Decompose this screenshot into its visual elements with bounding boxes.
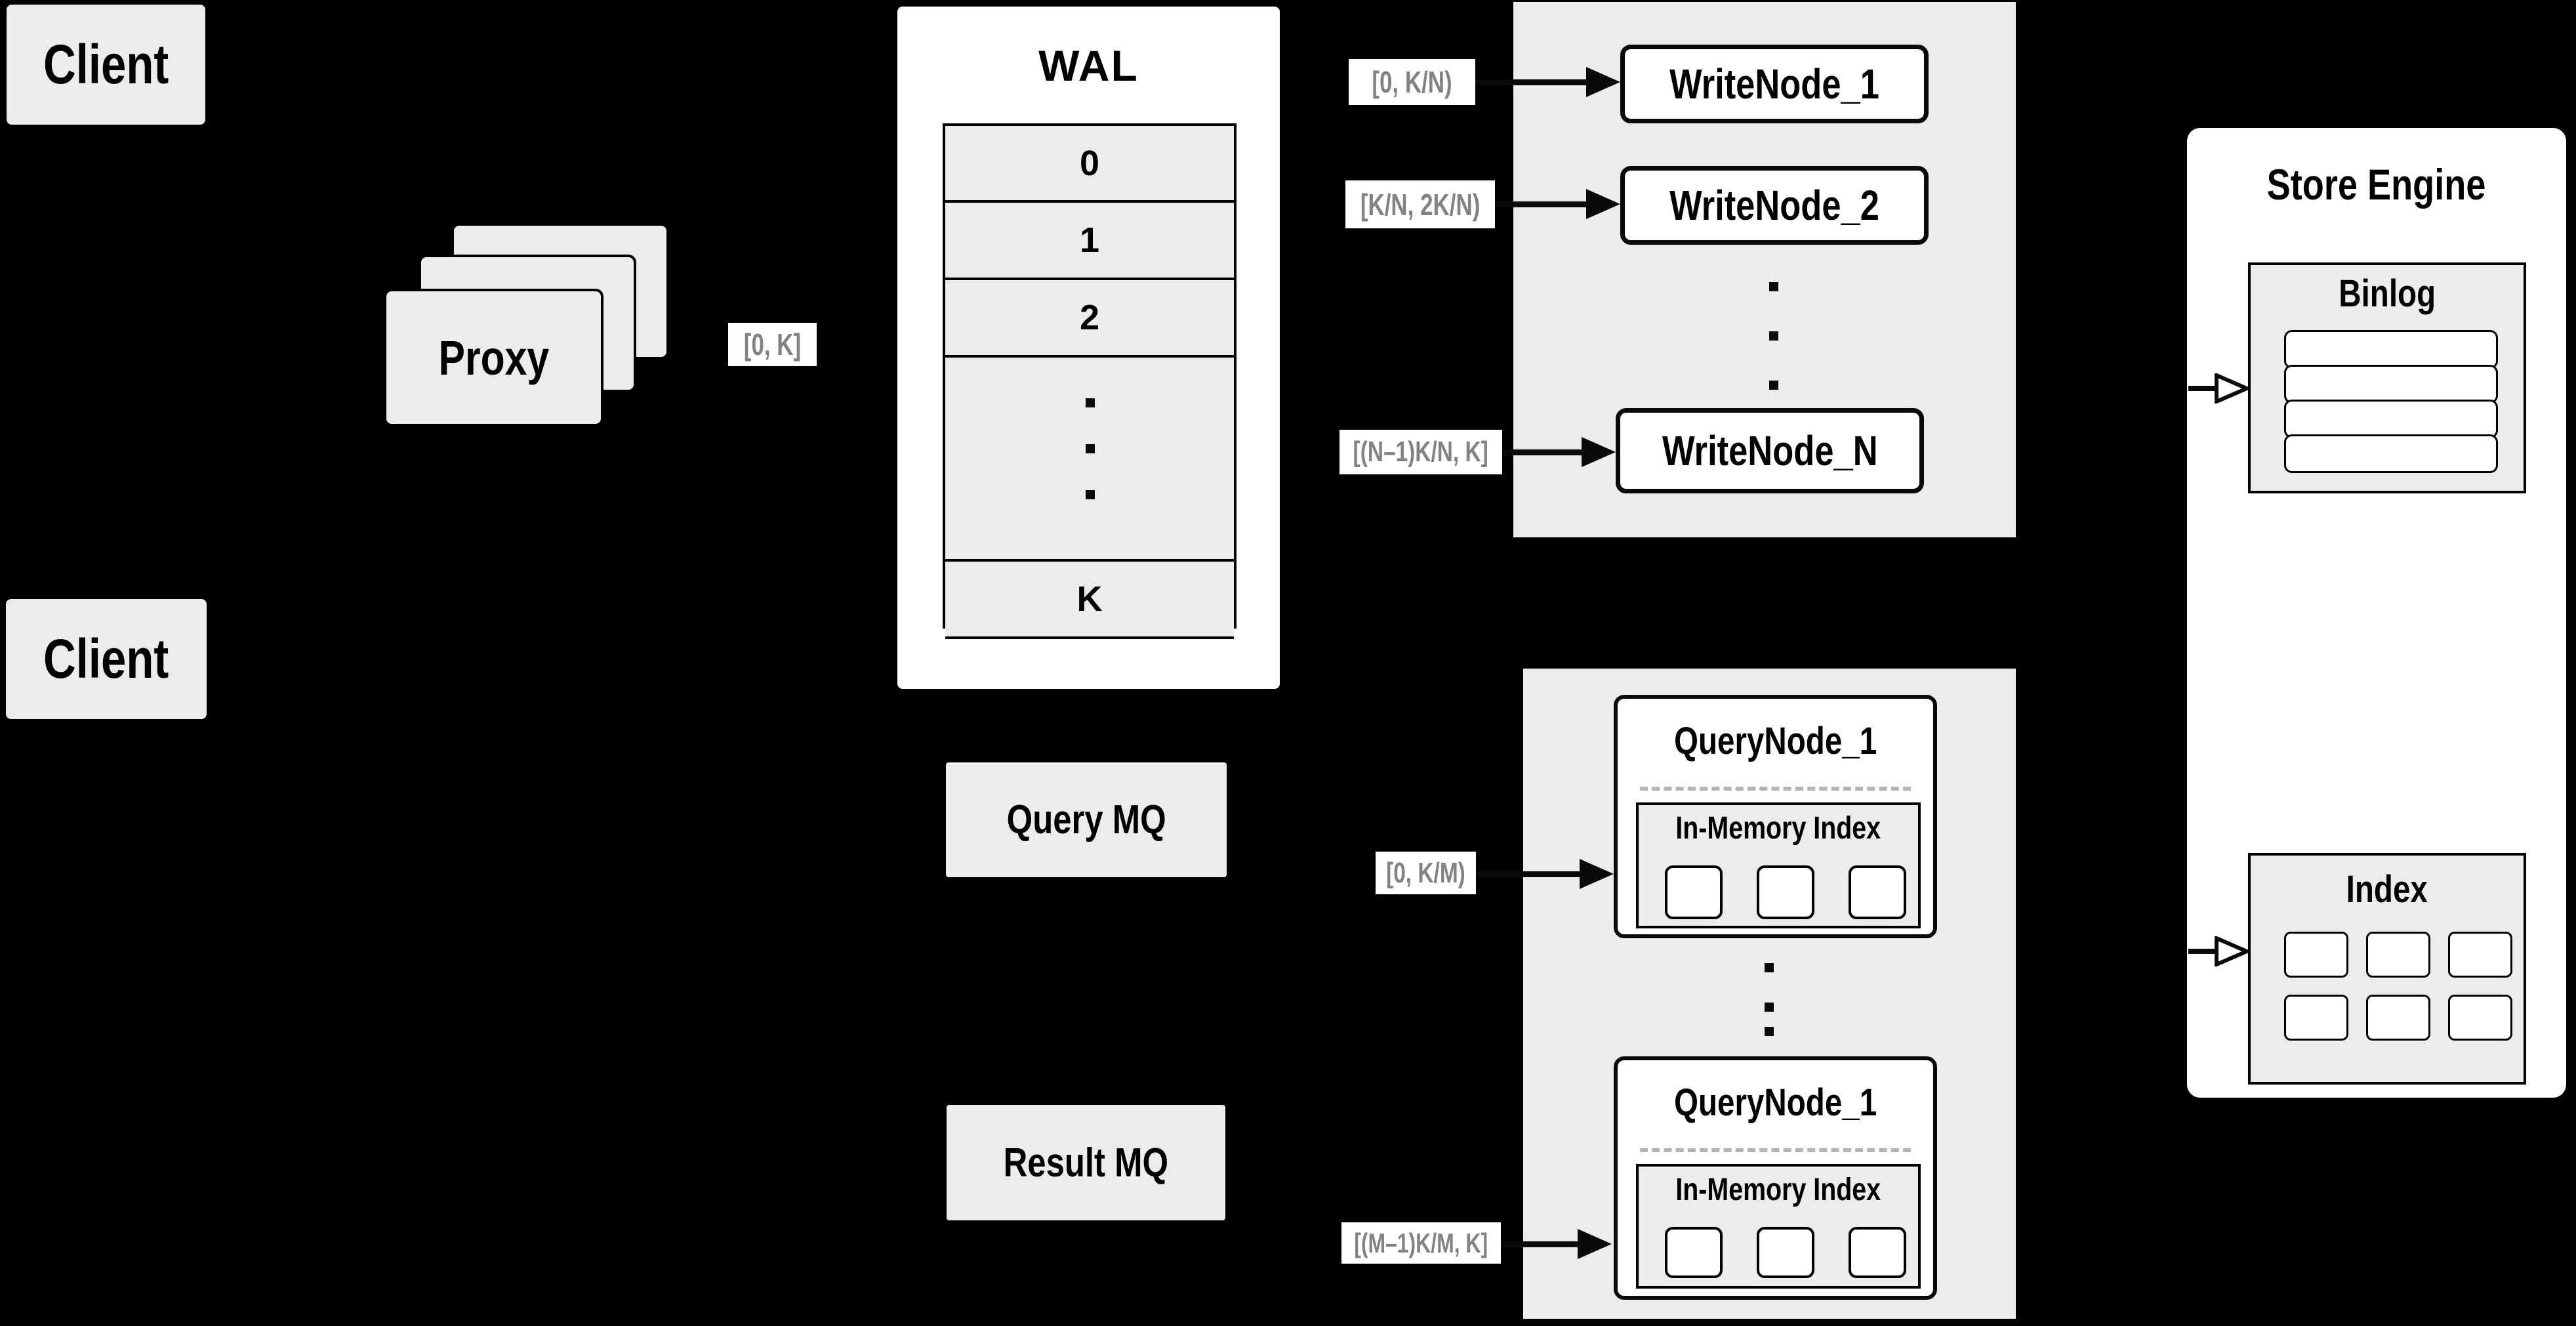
wal-segment-row-2: 2 bbox=[945, 280, 1234, 358]
querynode-top: QueryNode_1 In-Memory Index bbox=[1614, 695, 1937, 938]
query-mq-node: Query MQ bbox=[946, 762, 1227, 877]
proxy-node-label: Proxy bbox=[438, 330, 549, 385]
arrowhead-icon bbox=[1586, 189, 1620, 219]
in-memory-index-title: In-Memory Index bbox=[1675, 811, 1881, 846]
wal-segment-row-ellipsis bbox=[945, 358, 1234, 562]
arrow-shaft bbox=[1502, 449, 1582, 455]
writenode-1-label: WriteNode_1 bbox=[1669, 60, 1879, 108]
edge-label-query-m-text: [(M–1)K/M, K] bbox=[1354, 1227, 1488, 1258]
arrowhead-icon bbox=[1586, 67, 1620, 97]
result-mq-node: Result MQ bbox=[947, 1105, 1225, 1220]
index-cell bbox=[2366, 995, 2430, 1041]
index-cell bbox=[2284, 995, 2348, 1041]
arrow-to-writenode-2 bbox=[1495, 189, 1620, 219]
dashed-divider bbox=[1640, 1148, 1911, 1152]
binlog-row bbox=[2284, 330, 2498, 369]
client-node-top-label: Client bbox=[43, 33, 169, 95]
edge-label-write-2: [K/N, 2K/N) bbox=[1345, 180, 1495, 228]
querynode-bottom: QueryNode_1 In-Memory Index bbox=[1614, 1056, 1937, 1300]
binlog-row bbox=[2284, 400, 2498, 438]
edge-label-proxy-to-wal: [0, K] bbox=[728, 323, 817, 366]
binlog-row bbox=[2284, 434, 2498, 473]
arrow-to-writenode-1 bbox=[1475, 67, 1620, 97]
segment-cell bbox=[1757, 865, 1814, 919]
arrow-shaft bbox=[2188, 949, 2215, 954]
segment-cell bbox=[1665, 1227, 1723, 1278]
store-engine-title: Store Engine bbox=[2267, 160, 2486, 209]
index-title: Index bbox=[2346, 868, 2428, 911]
client-node-bottom-label: Client bbox=[43, 628, 169, 690]
ellipsis-dot bbox=[1086, 398, 1095, 407]
open-arrowhead-icon bbox=[2215, 936, 2249, 966]
edge-label-write-1: [0, K/N) bbox=[1349, 59, 1475, 105]
binlog-box: Binlog bbox=[2248, 262, 2526, 493]
index-cell bbox=[2284, 932, 2348, 978]
wal-segment-row-1: 1 bbox=[945, 203, 1234, 280]
in-memory-index-box-bottom: In-Memory Index bbox=[1636, 1164, 1921, 1289]
client-node-bottom: Client bbox=[6, 599, 207, 719]
ellipsis-dot bbox=[1765, 1027, 1774, 1036]
arrowhead-icon bbox=[1580, 859, 1614, 889]
writenode-n: WriteNode_N bbox=[1616, 408, 1924, 493]
edge-label-write-1-text: [0, K/N) bbox=[1372, 65, 1452, 99]
segment-cell bbox=[1849, 1227, 1906, 1278]
edge-label-write-n-text: [(N–1)K/N, K] bbox=[1353, 436, 1489, 468]
segment-cell bbox=[1757, 1227, 1814, 1278]
open-arrowhead-icon bbox=[2215, 373, 2249, 404]
ellipsis-dot bbox=[1769, 331, 1778, 341]
arrow-to-querynode-bottom bbox=[1501, 1229, 1612, 1259]
ellipsis-dot bbox=[1765, 1003, 1774, 1012]
result-mq-label: Result MQ bbox=[1003, 1140, 1169, 1186]
segment-cell bbox=[1665, 865, 1723, 919]
wal-segment-table: 0 1 2 K bbox=[943, 123, 1237, 639]
wal-title: WAL bbox=[1038, 41, 1139, 90]
arrow-shaft bbox=[1501, 1241, 1578, 1247]
ellipsis-dot bbox=[1769, 282, 1778, 291]
dashed-divider bbox=[1640, 787, 1911, 791]
client-node-top: Client bbox=[7, 5, 205, 125]
arrow-to-querynode-top bbox=[1476, 859, 1614, 889]
querynode-top-title: QueryNode_1 bbox=[1673, 719, 1877, 762]
index-cell bbox=[2448, 932, 2512, 978]
arrow-to-index bbox=[2188, 936, 2249, 966]
ellipsis-dot bbox=[1769, 381, 1778, 390]
edge-label-write-n: [(N–1)K/N, K] bbox=[1339, 430, 1502, 474]
binlog-title: Binlog bbox=[2339, 272, 2436, 315]
in-memory-index-box-top: In-Memory Index bbox=[1636, 802, 1921, 928]
arrow-to-binlog bbox=[2188, 373, 2249, 404]
wal-segment-row-k: K bbox=[945, 562, 1234, 639]
querynode-bottom-title: QueryNode_1 bbox=[1673, 1081, 1877, 1124]
proxy-node: Proxy bbox=[384, 289, 603, 426]
in-memory-index-title: In-Memory Index bbox=[1675, 1172, 1881, 1207]
binlog-row bbox=[2284, 365, 2498, 404]
index-cell bbox=[2366, 932, 2430, 978]
index-cell bbox=[2448, 995, 2512, 1041]
query-mq-label: Query MQ bbox=[1006, 797, 1166, 842]
arrow-shaft bbox=[1475, 79, 1586, 85]
segment-cell bbox=[1849, 865, 1906, 919]
ellipsis-dot bbox=[1086, 444, 1095, 453]
arrowhead-icon bbox=[1578, 1229, 1612, 1259]
ellipsis-dot bbox=[1086, 490, 1095, 499]
writenode-1: WriteNode_1 bbox=[1620, 45, 1929, 123]
arrow-shaft bbox=[1495, 201, 1586, 207]
wal-container: WAL 0 1 2 K bbox=[897, 7, 1280, 689]
writenode-2-label: WriteNode_2 bbox=[1669, 182, 1879, 229]
index-box: Index bbox=[2248, 853, 2526, 1085]
writenode-n-label: WriteNode_N bbox=[1662, 427, 1878, 474]
edge-label-proxy-to-wal-text: [0, K] bbox=[743, 327, 802, 362]
edge-label-query-1: [0, K/M) bbox=[1376, 852, 1476, 894]
writenode-2: WriteNode_2 bbox=[1620, 166, 1929, 245]
edge-label-write-2-text: [K/N, 2K/N) bbox=[1360, 187, 1481, 222]
edge-label-query-m: [(M–1)K/M, K] bbox=[1341, 1222, 1501, 1264]
wal-segment-row-0: 0 bbox=[945, 126, 1234, 203]
arrow-to-writenode-n bbox=[1502, 437, 1616, 467]
arrow-shaft bbox=[1476, 871, 1580, 877]
arrow-shaft bbox=[2188, 386, 2215, 391]
edge-label-query-1-text: [0, K/M) bbox=[1386, 856, 1465, 889]
store-engine-container: Store Engine Binlog Index bbox=[2187, 128, 2566, 1098]
arrowhead-icon bbox=[1582, 437, 1616, 467]
ellipsis-dot bbox=[1765, 963, 1774, 972]
